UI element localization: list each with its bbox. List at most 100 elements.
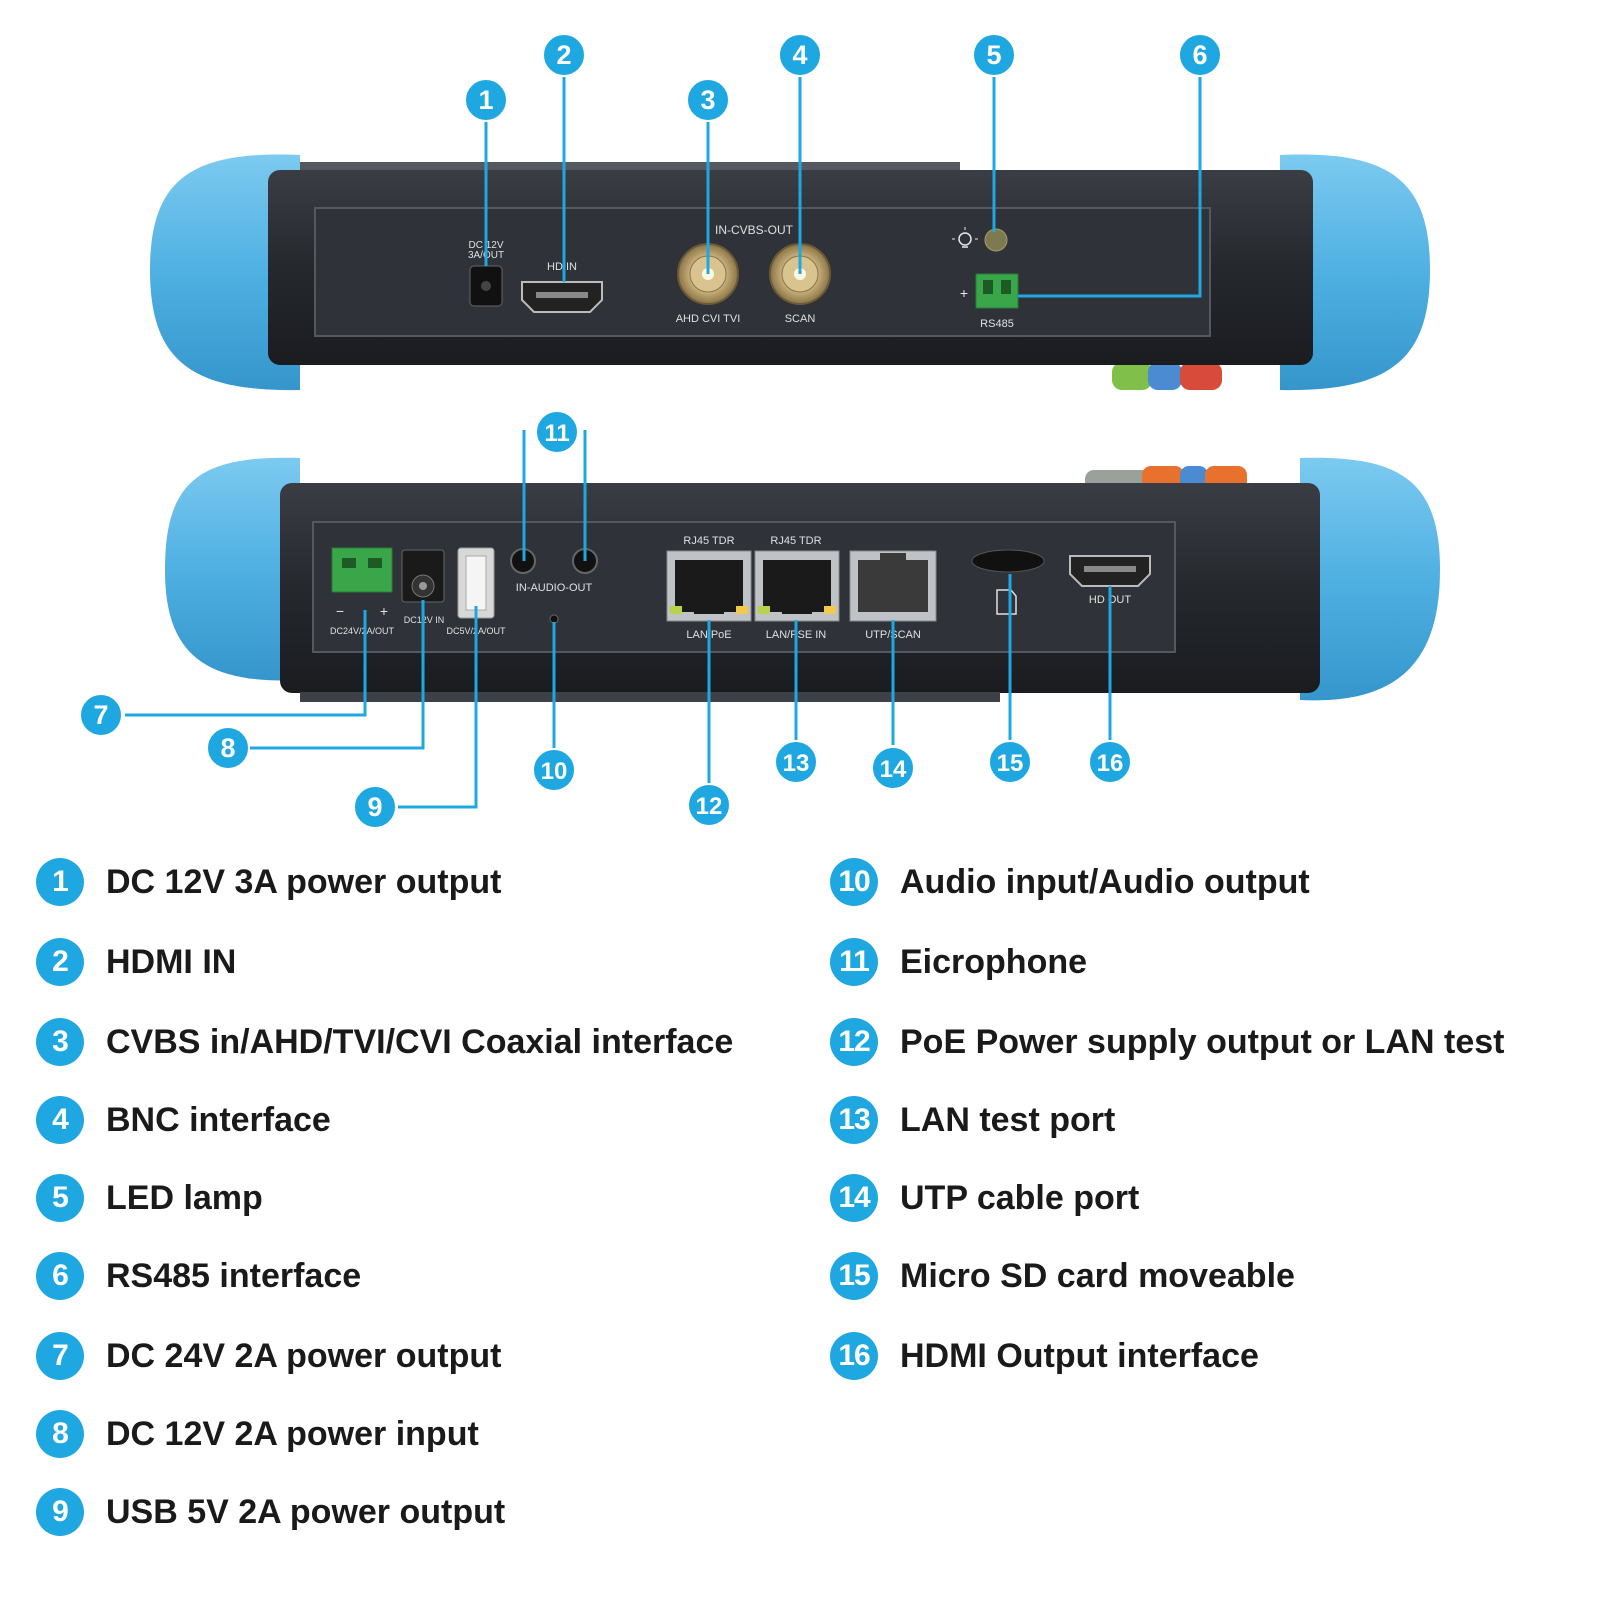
- legend-number-badge: 7: [36, 1332, 84, 1380]
- legend-text: UTP cable port: [900, 1178, 1140, 1217]
- left-bumper-bottom: [165, 457, 300, 681]
- legend-number-badge: 8: [36, 1410, 84, 1458]
- callout-badge: 16: [1088, 740, 1132, 784]
- lan-poe-port[interactable]: [666, 550, 752, 622]
- bulb-icon: [952, 227, 978, 248]
- legend-number-badge: 10: [830, 858, 878, 906]
- legend-text: PoE Power supply output or LAN test: [900, 1022, 1505, 1061]
- rj45-tdr2-label: RJ45 TDR: [770, 535, 821, 547]
- top-panel: [314, 207, 1211, 337]
- callout-badge: 11: [535, 410, 579, 454]
- legend-item: 4 BNC interface: [36, 1095, 331, 1145]
- rs485-label: RS485: [980, 318, 1014, 330]
- legend-text: USB 5V 2A power output: [106, 1492, 506, 1531]
- callout-badge: 9: [353, 785, 397, 829]
- legend-item: 15 Micro SD card moveable: [830, 1251, 1295, 1301]
- legend-text: RS485 interface: [106, 1256, 362, 1295]
- callout-number: 3: [700, 85, 715, 115]
- legend-number-badge: 1: [36, 858, 84, 906]
- callout-badge: 5: [972, 33, 1016, 77]
- legend-item: 11 Eicrophone: [830, 937, 1087, 987]
- legend-number-badge: 4: [36, 1096, 84, 1144]
- legend-text: DC 24V 2A power output: [106, 1336, 502, 1375]
- audio-label: IN-AUDIO-OUT: [516, 582, 593, 594]
- callout-number: 7: [93, 700, 108, 730]
- callout-number: 11: [544, 420, 569, 447]
- bnc1-label: AHD CVI TVI: [676, 313, 741, 325]
- rj45-tdr1-label: RJ45 TDR: [683, 535, 734, 547]
- legend-text: LED lamp: [106, 1178, 263, 1217]
- legend-item: 13 LAN test port: [830, 1095, 1115, 1145]
- callout-number: 8: [220, 733, 235, 763]
- led-lamp: [984, 228, 1008, 252]
- callout-number: 12: [696, 793, 723, 820]
- device-bottom: − + DC24V/2A/OUT DC12V IN DC5V/2A/OUT IN…: [165, 457, 1440, 702]
- legend-text: DC 12V 3A power output: [106, 862, 502, 901]
- callout-number: 9: [367, 792, 382, 822]
- legend-item: 12 PoE Power supply output or LAN test: [830, 1017, 1504, 1067]
- left-bumper-top: [150, 154, 300, 391]
- callout-number: 5: [986, 40, 1001, 70]
- callout-number: 14: [880, 756, 907, 783]
- callout-badge: 7: [79, 693, 123, 737]
- microsd-slot[interactable]: [971, 549, 1045, 573]
- legend-text: CVBS in/AHD/TVI/CVI Coaxial interface: [106, 1022, 734, 1061]
- legend-number-badge: 12: [830, 1018, 878, 1066]
- utp-scan-port[interactable]: [849, 550, 937, 622]
- legend-number-badge: 16: [830, 1332, 878, 1380]
- callout-badge: 14: [871, 746, 915, 790]
- hdmi-in-label: HD IN: [547, 261, 577, 273]
- lan-pse-port[interactable]: [754, 550, 840, 622]
- bnc2-label: SCAN: [785, 313, 816, 325]
- legend-text: Micro SD card moveable: [900, 1256, 1295, 1295]
- legend-item: 1 DC 12V 3A power output: [36, 857, 501, 907]
- rs485-plus: +: [960, 285, 968, 301]
- device-diagram: DC 12V 3A/OUT HD IN IN-CVBS-OUT AHD CVI …: [79, 33, 1440, 829]
- callout-badge: 8: [206, 726, 250, 770]
- legend-text: HDMI IN: [106, 942, 237, 981]
- legend-item: 5 LED lamp: [36, 1173, 263, 1223]
- legend-text: DC 12V 2A power input: [106, 1414, 479, 1453]
- legend-number-badge: 11: [830, 938, 878, 986]
- leader-lines: [125, 77, 1202, 809]
- legend-item: 14 UTP cable port: [830, 1173, 1139, 1223]
- legend-number-badge: 14: [830, 1174, 878, 1222]
- legend-text: BNC interface: [106, 1100, 331, 1139]
- legend-item: 7 DC 24V 2A power output: [36, 1331, 501, 1381]
- callout-number: 16: [1097, 750, 1124, 777]
- legend-number-badge: 3: [36, 1018, 84, 1066]
- callout-number: 15: [997, 750, 1024, 777]
- device-top: DC 12V 3A/OUT HD IN IN-CVBS-OUT AHD CVI …: [150, 154, 1430, 391]
- legend-text: Eicrophone: [900, 942, 1088, 981]
- callout-badge: 4: [778, 33, 822, 77]
- callout-badge: 13: [774, 740, 818, 784]
- legend-number-badge: 15: [830, 1252, 878, 1300]
- legend-item: 6 RS485 interface: [36, 1251, 361, 1301]
- dc24-plus: +: [380, 603, 388, 619]
- rs485-terminal[interactable]: [975, 273, 1019, 309]
- legend-text: LAN test port: [900, 1100, 1116, 1139]
- bnc-group-label: IN-CVBS-OUT: [715, 223, 794, 237]
- legend-number-badge: 5: [36, 1174, 84, 1222]
- microphone-hole: [549, 614, 559, 624]
- dc24-terminal[interactable]: [331, 547, 393, 593]
- legend-item: 2 HDMI IN: [36, 937, 236, 987]
- legend-item: 3 CVBS in/AHD/TVI/CVI Coaxial interface: [36, 1017, 733, 1067]
- callout-badge: 3: [686, 78, 730, 122]
- callout-badge: 12: [687, 783, 731, 827]
- legend-item: 8 DC 12V 2A power input: [36, 1409, 479, 1459]
- callout-number: 13: [783, 750, 810, 777]
- dc24-label: DC24V/2A/OUT: [330, 626, 395, 636]
- right-bumper-top: [1280, 154, 1430, 391]
- legend-number-badge: 6: [36, 1252, 84, 1300]
- callout-badge: 1: [464, 78, 508, 122]
- callout-badge: 10: [532, 748, 576, 792]
- legend-number-badge: 2: [36, 938, 84, 986]
- callout-number: 10: [541, 758, 568, 785]
- callout-badge: 15: [988, 740, 1032, 784]
- callout-number: 6: [1192, 40, 1207, 70]
- callout-number: 1: [478, 85, 493, 115]
